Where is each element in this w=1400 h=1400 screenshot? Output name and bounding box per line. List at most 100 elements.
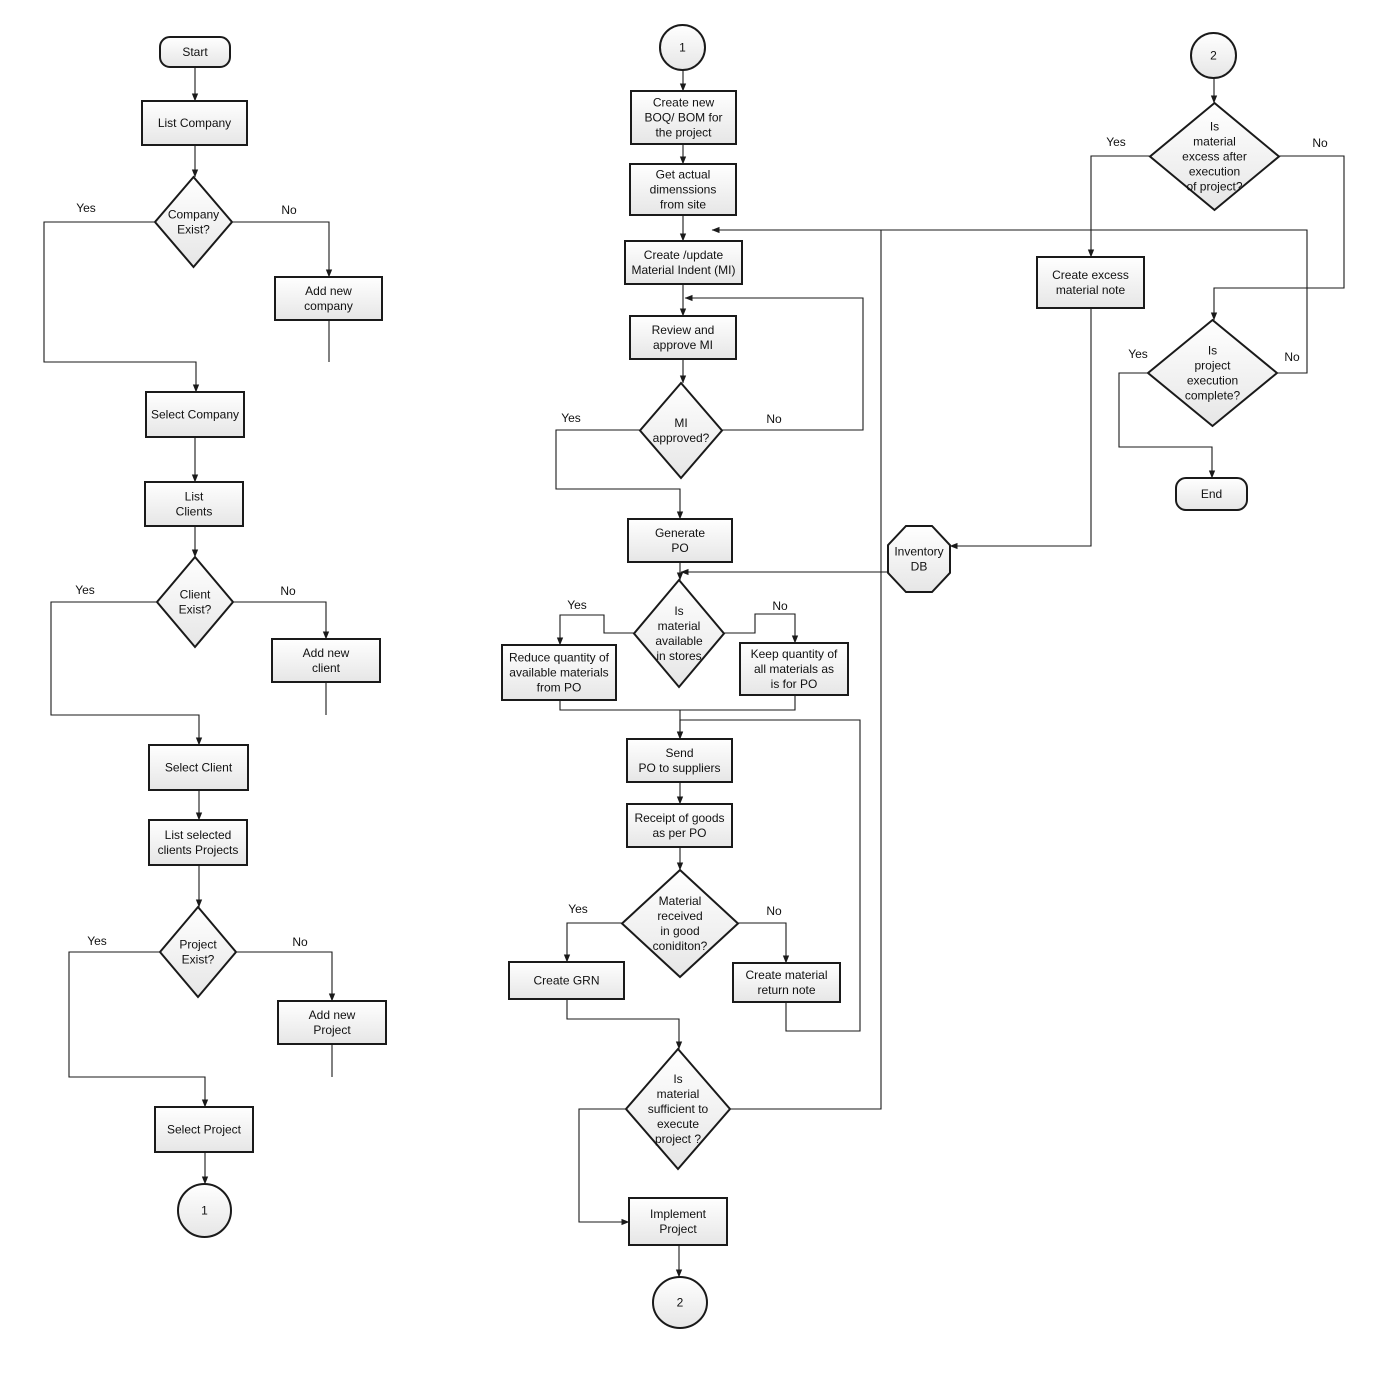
connector-1-out-shape <box>177 1183 232 1238</box>
connector-lines <box>43 67 1345 1278</box>
list-clients-process-shape <box>144 481 244 527</box>
receipt-goods-process-shape <box>626 803 733 848</box>
create-grn-process-shape <box>508 961 625 1000</box>
node-label-line: BOQ/ BOM for <box>644 111 722 125</box>
client-exist-decision-shape <box>155 555 235 649</box>
connector-2-in: 2 <box>1190 32 1237 79</box>
node-label-line: Project <box>659 1222 697 1236</box>
node-label-line: project <box>1194 359 1231 373</box>
node-label-line: Send <box>665 746 693 760</box>
connector-line <box>578 1108 630 1226</box>
node-label-line: 2 <box>677 1296 684 1310</box>
connector-line <box>724 613 799 644</box>
edge-label-complete-yes: Yes <box>1128 347 1148 361</box>
node-label-line: Add new <box>309 1008 356 1022</box>
node-label-line: Exist? <box>179 603 212 617</box>
node-label-line: clients Projects <box>158 843 239 857</box>
connector-line <box>236 951 336 1002</box>
edge-label-client-yes: Yes <box>75 583 95 597</box>
node-label-line: Exist? <box>177 223 210 237</box>
node-label-line: List <box>185 490 204 504</box>
node-label-line: Select Client <box>165 761 233 775</box>
node-label-line: excess after <box>1182 150 1247 164</box>
create-grn-process: Create GRN <box>508 961 625 1000</box>
node-label-line: Is <box>1210 120 1219 134</box>
select-project-process: Select Project <box>154 1106 254 1153</box>
node-label-line: PO <box>671 541 688 555</box>
edge-label-mi-yes: Yes <box>561 411 581 425</box>
node-label-line: Receipt of goods <box>634 811 724 825</box>
end-terminal: End <box>1175 477 1248 511</box>
node-label-line: Company <box>168 208 219 222</box>
connector-line <box>43 221 200 393</box>
node-label-line: execution <box>1187 374 1238 388</box>
connector-line <box>555 429 684 520</box>
edge-label-project-yes: Yes <box>87 934 107 948</box>
node-label-line: Material Indent (MI) <box>631 263 735 277</box>
node-label-line: 1 <box>679 41 686 55</box>
connector-line <box>556 614 634 646</box>
node-label-line: Project <box>313 1023 351 1037</box>
node-label-line: Add new <box>303 646 350 660</box>
connector-line <box>68 951 209 1108</box>
node-label-line: Create GRN <box>533 974 599 988</box>
generate-po-process-shape <box>627 518 733 563</box>
node-label-line: execution <box>1189 165 1240 179</box>
node-label-line: Reduce quantity of <box>509 651 610 665</box>
node-label-line: company <box>304 299 353 313</box>
connector-line <box>738 922 790 964</box>
edge-label-excess-yes: Yes <box>1106 135 1126 149</box>
material-available-decision-shape <box>632 578 726 689</box>
node-label-line: 2 <box>1210 49 1217 63</box>
node-label-line: Is <box>674 604 683 618</box>
node-label-line: List Company <box>158 116 231 130</box>
select-project-process-shape <box>154 1106 254 1153</box>
connector-2-out-shape <box>652 1276 708 1329</box>
material-return-note-process-shape <box>732 962 841 1003</box>
node-label-line: Client <box>180 588 211 602</box>
edge-label-client-no: No <box>280 584 296 598</box>
edge-label-project-no: No <box>292 935 308 949</box>
node-label-line: DB <box>911 560 928 574</box>
connector-line <box>1087 155 1150 258</box>
node-label-line: of project? <box>1186 180 1242 194</box>
node-label-line: material <box>658 619 701 633</box>
node-label-line: from site <box>660 198 706 212</box>
node-label-line: Material <box>659 894 702 908</box>
node-label-line: approved? <box>653 431 710 445</box>
create-boq-process-shape <box>630 90 737 145</box>
execution-complete-decision-shape <box>1146 318 1279 428</box>
node-label-line: Select Project <box>167 1123 242 1137</box>
node-label-line: Create material <box>745 968 827 982</box>
node-label-line: List selected <box>165 828 232 842</box>
node-label-line: Add new <box>305 284 352 298</box>
list-company-process-shape <box>141 100 248 146</box>
implement-project-process-shape <box>628 1197 728 1246</box>
node-label-line: Start <box>182 45 208 59</box>
company-exist-decision-shape <box>153 175 234 269</box>
node-label-line: sufficient to <box>648 1102 709 1116</box>
select-company-process-shape <box>145 391 245 438</box>
node-label-line: dimenssions <box>650 183 717 197</box>
edge-label-excess-no: No <box>1312 136 1328 150</box>
edge-label-complete-no: No <box>1284 350 1300 364</box>
reduce-quantity-process-shape <box>501 644 617 701</box>
connector-line <box>50 601 203 746</box>
node-label-line: project ? <box>655 1132 701 1146</box>
